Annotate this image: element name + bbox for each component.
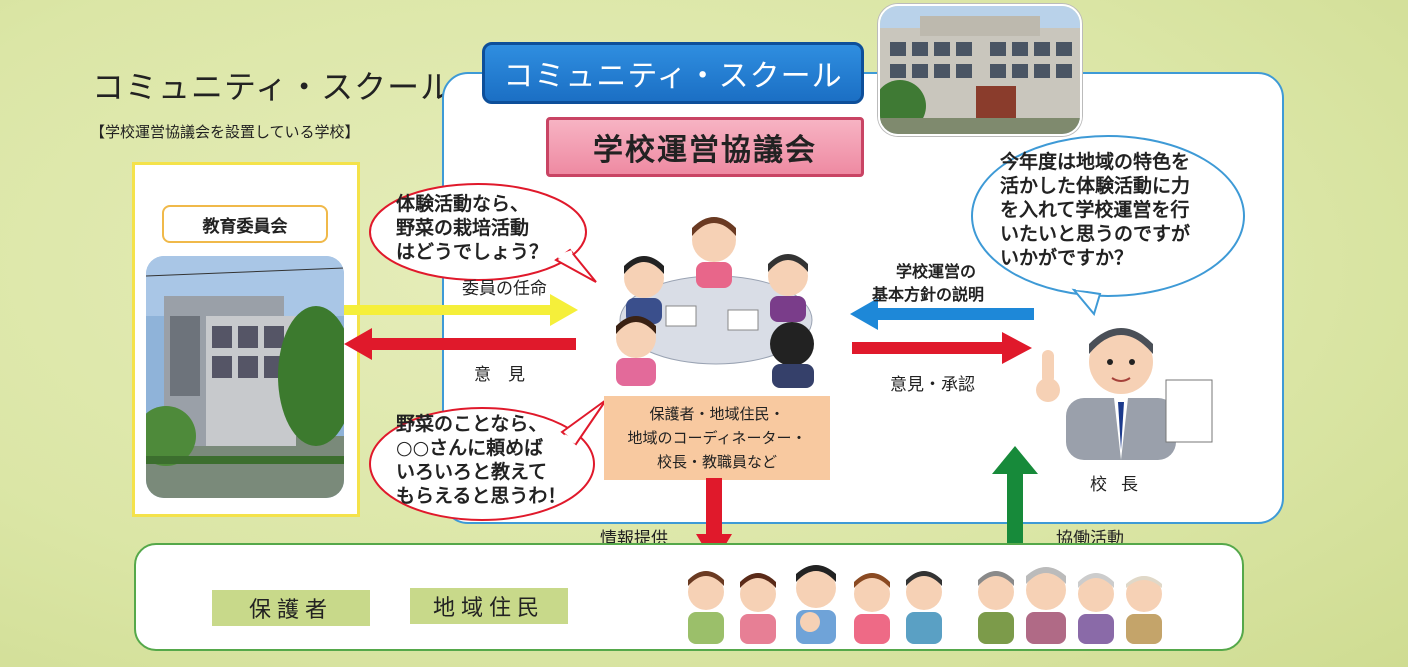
page-subtitle: 【学校運営協議会を設置している学校】 — [90, 123, 360, 141]
tag-residents: 地域住民 — [410, 588, 568, 624]
speech-bubble-answer — [369, 399, 607, 521]
speech-bubble-principal — [971, 135, 1245, 316]
page-title: コミュニティ・スクール — [92, 68, 454, 106]
label-opinion-approval: 意見・承認 — [890, 375, 975, 395]
school-photo — [878, 4, 1082, 136]
bubble-principal-line-4: いたいと思うのですが — [1000, 223, 1191, 245]
principal-label: 校長 — [1090, 475, 1152, 495]
community-people-illustration — [688, 565, 1162, 644]
members-line-2: 地域のコーディネーター・ — [627, 429, 807, 447]
arrow-opinion-left — [344, 328, 576, 360]
bubble-principal-line-2: 活かした体験活動に力 — [1000, 175, 1191, 197]
community-school-tab: コミュニティ・スクール — [482, 42, 864, 104]
speech-bubble-suggestion — [369, 183, 597, 283]
members-line-1: 保護者・地域住民・ — [649, 405, 785, 423]
bubble-answer-line-3: いろいろと教えて — [396, 461, 548, 483]
members-box: 保護者・地域住民・ 地域のコーディネーター・ 校長・教職員など — [604, 396, 830, 480]
bubble-answer-line-2: ○○さんに頼めば — [396, 437, 544, 459]
principal-illustration — [1036, 328, 1213, 460]
bubble-suggestion-line-3: はどうでしょう？ — [396, 241, 549, 263]
bubble-principal-line-1: 今年度は地域の特色を — [1000, 151, 1191, 173]
members-line-3: 校長・教職員など — [656, 453, 777, 471]
label-policy-1: 学校運営の — [896, 262, 977, 281]
tag-guardians: 保護者 — [212, 590, 370, 626]
bubble-answer-line-4: もらえると思うわ！ — [396, 485, 567, 507]
bubble-principal-line-3: を入れて学校運営を行 — [1000, 199, 1190, 221]
bubble-principal-line-5: いかがですか？ — [1000, 247, 1134, 269]
arrow-appointment — [344, 294, 578, 326]
education-board-label: 教育委員会 — [162, 205, 328, 243]
arrows-principal — [850, 298, 1034, 364]
bubble-suggestion-line-2: 野菜の栽培活動 — [396, 217, 530, 239]
label-appointment: 委員の任命 — [462, 279, 547, 299]
label-opinion-left: 意 見 — [474, 365, 525, 385]
bubble-suggestion-line-1: 体験活動なら、 — [396, 193, 530, 215]
arrows-board — [344, 294, 578, 360]
arrow-opinion-approval — [852, 332, 1032, 364]
arrow-policy — [850, 298, 1034, 330]
education-board-photo — [146, 256, 344, 498]
bubble-answer-line-1: 野菜のことなら、 — [396, 413, 548, 435]
council-meeting-illustration — [616, 217, 814, 388]
council-tab: 学校運営協議会 — [546, 117, 864, 177]
label-policy-2: 基本方針の説明 — [872, 285, 985, 304]
